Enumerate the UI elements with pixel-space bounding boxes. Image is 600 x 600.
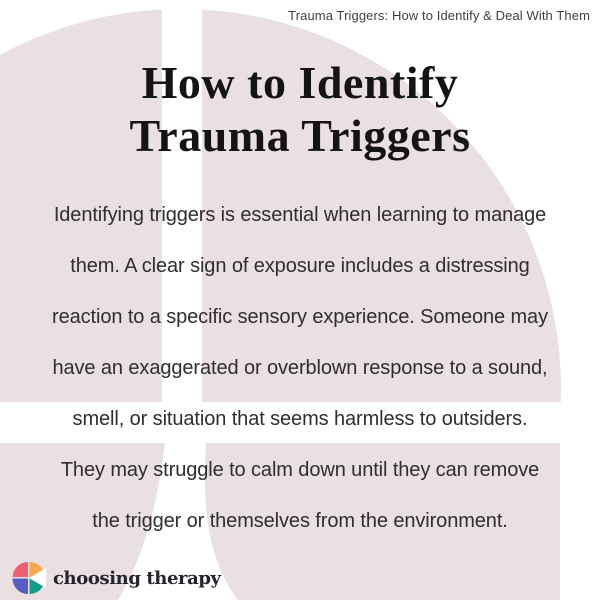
page-caption: Trauma Triggers: How to Identify & Deal … [288,8,590,23]
four-petal-c-icon [12,562,46,594]
title-line-2: Trauma Triggers [129,110,471,161]
body-text: Identifying triggers is essential when l… [0,190,600,547]
bg-bottom-right-shape [204,443,560,600]
logo-wordmark: choosing therapy [53,567,221,589]
logo-notch [29,568,46,588]
logo-petal-topleft-icon [12,562,28,577]
logo: choosing therapy [12,560,221,596]
bg-bottom-left-shape [0,443,165,600]
body-line-3: reaction to a specific sensory experienc… [52,306,548,328]
title-line-1: How to Identify [141,57,459,108]
body-line-2: them. A clear sign of exposure includes … [70,255,530,277]
body-line-5: smell, or situation that seems harmless … [72,408,528,430]
logo-petal-bottomleft-icon [12,578,28,594]
body-line-7: the trigger or themselves from the envir… [92,510,508,532]
bg-white-stripe [162,0,202,402]
body-line-6: They may struggle to calm down until the… [60,459,540,481]
body-line-4: have an exaggerated or overblown respons… [52,357,548,379]
page-title: How to Identify Trauma Triggers [0,56,600,162]
body-line-1: Identifying triggers is essential when l… [53,204,547,226]
